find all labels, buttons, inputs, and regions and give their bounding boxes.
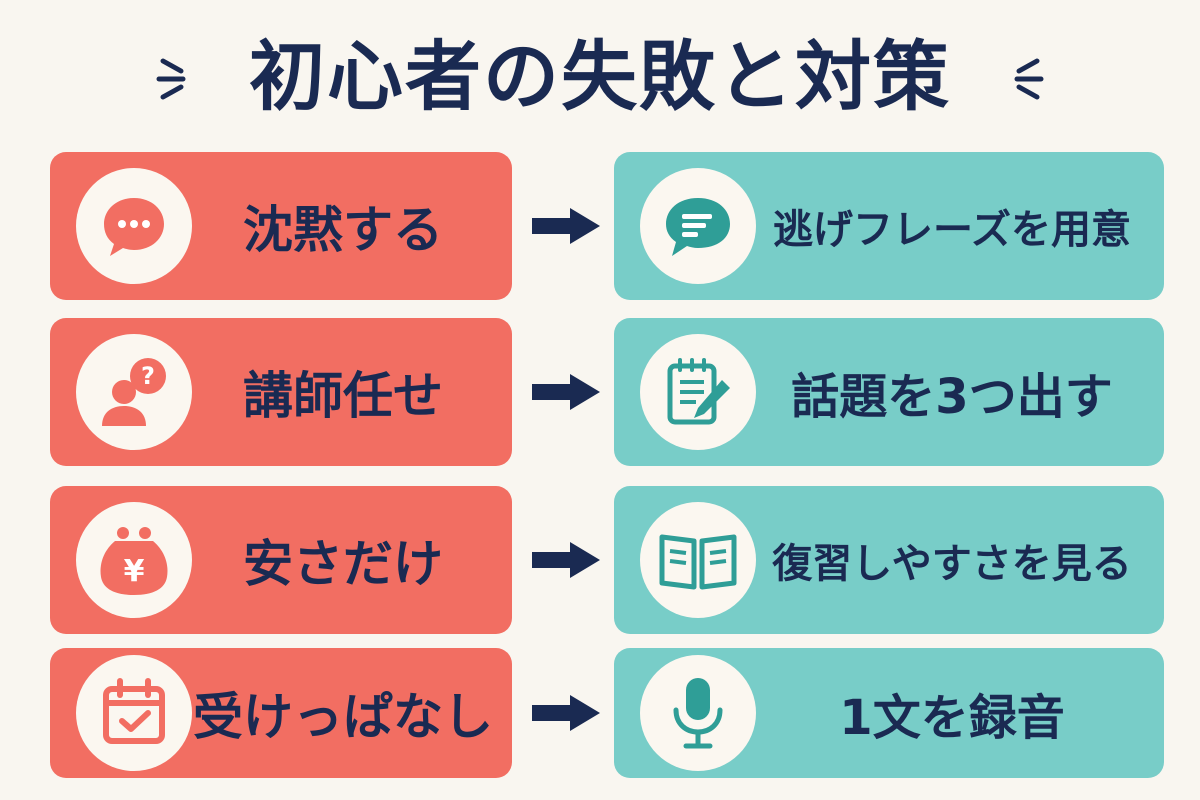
mistake-icon-circle: ? (76, 334, 192, 450)
mistake-label: 安さだけ (243, 535, 443, 593)
mistake-card-3: ¥ 安さだけ (50, 486, 512, 634)
mistake-label: 講師任せ (243, 367, 443, 425)
solution-label: 復習しやすさを見る (772, 541, 1132, 587)
solution-icon-circle (640, 334, 756, 450)
svg-text:?: ? (141, 362, 155, 390)
solution-card-4: 1文を録音 (614, 648, 1164, 778)
person-question-icon: ? (102, 358, 166, 426)
solution-label: 1文を録音 (839, 690, 1065, 746)
mistake-card-2: ? 講師任せ (50, 318, 512, 466)
microphone-icon (673, 678, 723, 749)
sparkle-left-icon (156, 58, 186, 100)
solution-card-3: 復習しやすさを見る (614, 486, 1164, 634)
mistake-label: 受けっぱなし (193, 688, 493, 746)
solution-label: 話題を3つ出す (791, 369, 1113, 425)
mistake-label: 沈黙する (243, 201, 443, 259)
svg-text:¥: ¥ (124, 554, 145, 589)
arrow-right-icon (532, 695, 600, 731)
page-title: 初心者の失敗と対策 (249, 32, 951, 121)
arrow-right-icon (532, 208, 600, 244)
notepad-pencil-icon (667, 358, 730, 425)
sparkle-right-icon (1014, 58, 1044, 100)
solution-card-1: 逃げフレーズを用意 (614, 152, 1164, 300)
solution-icon-circle (640, 502, 756, 618)
mistake-icon-circle: ¥ (76, 502, 192, 618)
chat-lines-icon (666, 198, 730, 256)
arrow-right-icon (532, 374, 600, 410)
solution-label: 逃げフレーズを用意 (773, 207, 1131, 253)
mistake-card-4: 受けっぱなし (50, 648, 512, 778)
speech-bubble-dots-icon (104, 198, 164, 256)
mistake-icon-circle (76, 655, 192, 771)
mistake-card-1: 沈黙する (50, 152, 512, 300)
title-area: 初心者の失敗と対策 (0, 22, 1200, 132)
solution-icon-circle (640, 168, 756, 284)
mistake-icon-circle (76, 168, 192, 284)
calendar-check-icon (103, 678, 165, 744)
arrow-right-icon (532, 542, 600, 578)
open-book-icon (659, 534, 737, 590)
solution-icon-circle (640, 655, 756, 771)
solution-card-2: 話題を3つ出す (614, 318, 1164, 466)
yen-purse-icon: ¥ (100, 527, 168, 595)
